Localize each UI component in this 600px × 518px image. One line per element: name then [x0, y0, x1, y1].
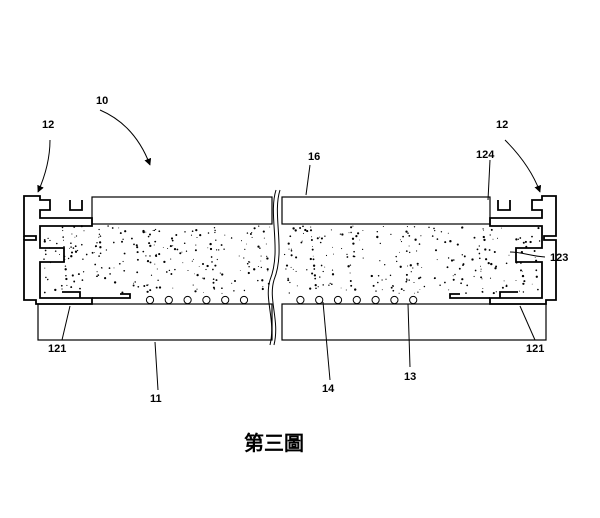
label-frame-left: 12	[42, 119, 54, 131]
bead	[333, 295, 343, 305]
cover-plate	[91, 196, 491, 225]
bead	[296, 295, 305, 305]
bead	[315, 295, 324, 305]
bead	[221, 295, 230, 305]
label-assembly: 10	[96, 95, 108, 107]
break-line	[267, 189, 281, 346]
bead	[183, 295, 192, 305]
filler-layer	[43, 225, 541, 295]
label-base-plate: 11	[150, 393, 162, 405]
label-123: 123	[550, 252, 568, 264]
bead-row	[145, 295, 418, 305]
label-beads: 13	[404, 371, 416, 383]
label-cover-plate: 16	[308, 151, 320, 163]
bead	[239, 295, 249, 305]
frame-right	[449, 195, 557, 305]
base-plate	[37, 303, 547, 341]
bead	[390, 295, 399, 305]
bead	[145, 295, 155, 305]
figure-caption: 第三圖	[244, 431, 304, 455]
label-frame-right: 12	[496, 119, 508, 131]
label-124: 124	[476, 149, 495, 161]
label-filler: 14	[322, 383, 335, 395]
label-121-left: 121	[48, 343, 66, 355]
frame-left	[23, 195, 131, 305]
filler-stipple	[43, 225, 541, 295]
leader-lines	[37, 109, 546, 391]
bead	[371, 295, 380, 305]
bead	[409, 295, 418, 305]
label-121-right: 121	[526, 343, 544, 355]
bead	[352, 295, 361, 305]
bead	[202, 295, 211, 305]
bead	[164, 295, 173, 305]
